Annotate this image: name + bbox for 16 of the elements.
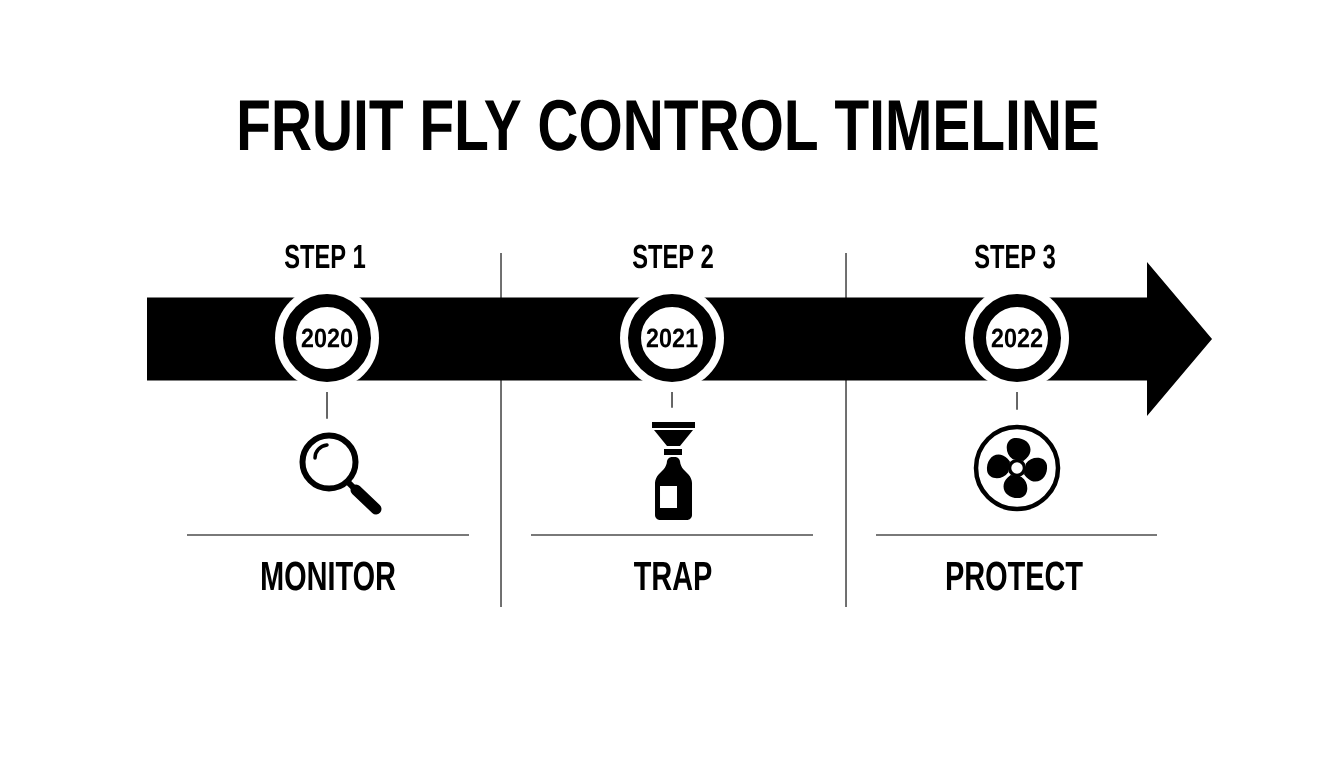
node-label: 2021: [646, 328, 698, 348]
step-name: PROTECT: [946, 561, 1083, 591]
connector-line: [1016, 391, 1018, 411]
magnifier-icon: [299, 432, 382, 515]
step-label: STEP 1: [284, 244, 366, 269]
step-name: TRAP: [634, 562, 712, 590]
step-name: MONITOR: [262, 561, 396, 591]
node-label: 2020: [301, 328, 353, 348]
fan-icon: [973, 424, 1061, 512]
connector-line: [671, 391, 673, 409]
node-label: 2022: [991, 328, 1043, 348]
title: FRUIT FLY CONTROL TIMELINE: [239, 99, 1098, 151]
funnel-bottle-icon: [652, 422, 695, 520]
step-label: STEP 2: [632, 244, 713, 269]
step-label: STEP 3: [974, 244, 1055, 269]
connector-line: [326, 391, 328, 420]
